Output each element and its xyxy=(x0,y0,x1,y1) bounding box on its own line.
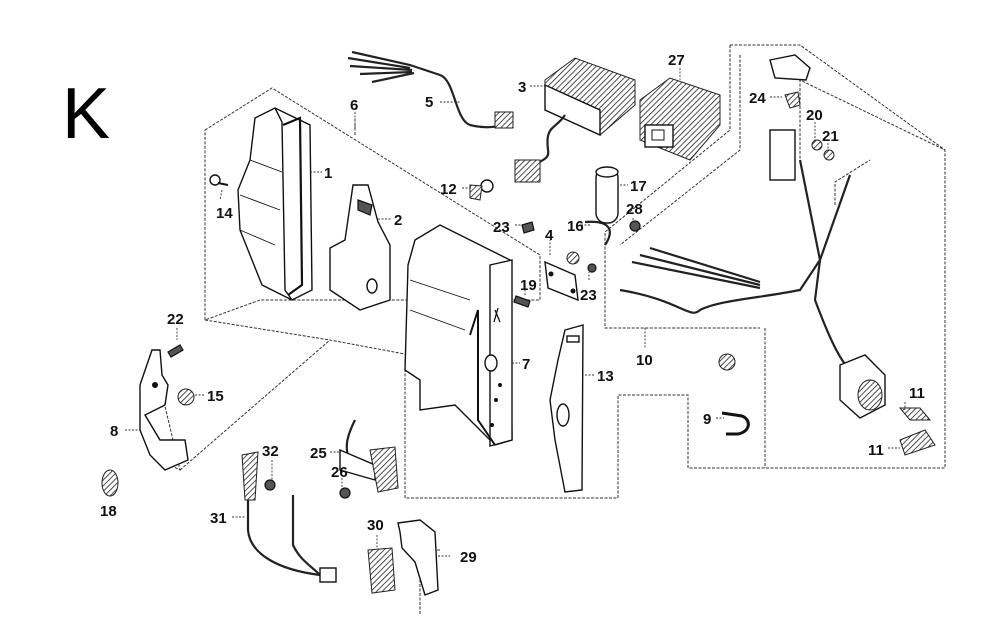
callout-26[interactable]: 26 xyxy=(331,464,348,481)
callout-11-upper[interactable]: 11 xyxy=(909,385,925,402)
callout-15[interactable]: 15 xyxy=(207,388,224,405)
callout-28[interactable]: 28 xyxy=(626,201,643,218)
part-23-screw-lower[interactable] xyxy=(587,263,597,273)
part-31-battery-cable[interactable] xyxy=(241,451,337,583)
part-5-wire[interactable] xyxy=(347,50,514,129)
callout-4[interactable]: 4 xyxy=(545,227,554,244)
callout-32[interactable]: 32 xyxy=(262,443,279,460)
part-13-plate[interactable] xyxy=(549,324,584,493)
part-8-bracket[interactable] xyxy=(139,349,189,471)
part-21-washer[interactable] xyxy=(823,149,835,161)
part-grommet-small[interactable] xyxy=(718,353,736,371)
part-16-ground-wire[interactable] xyxy=(566,220,611,265)
part-2-bracket[interactable] xyxy=(329,184,391,311)
part-15-clip[interactable] xyxy=(177,388,195,406)
callout-25[interactable]: 25 xyxy=(310,445,327,462)
part-26-bolt[interactable] xyxy=(339,487,351,499)
callout-14[interactable]: 14 xyxy=(216,205,233,222)
callout-labels: 1 2 3 4 5 6 7 8 9 10 11 11 12 13 14 15 1… xyxy=(100,52,925,566)
part-22-bolt[interactable] xyxy=(167,344,184,358)
part-23-screw-upper[interactable] xyxy=(521,221,535,234)
callout-30[interactable]: 30 xyxy=(367,517,384,534)
callout-18[interactable]: 18 xyxy=(100,503,117,520)
part-12-clamp[interactable] xyxy=(469,179,494,201)
part-25-rectifier-wire[interactable] xyxy=(339,419,376,481)
callout-11-lower[interactable]: 11 xyxy=(868,442,884,459)
callout-12[interactable]: 12 xyxy=(440,181,457,198)
callout-29[interactable]: 29 xyxy=(460,549,477,566)
part-18-grommet[interactable] xyxy=(101,469,119,497)
part-19-bolt[interactable] xyxy=(513,295,531,308)
callout-3[interactable]: 3 xyxy=(518,79,526,96)
callout-8[interactable]: 8 xyxy=(110,423,118,440)
part-30-rectifier[interactable] xyxy=(367,547,396,594)
part-27-regulator[interactable] xyxy=(639,77,721,161)
part-28-nut[interactable] xyxy=(629,220,641,232)
part-17-condenser[interactable] xyxy=(595,166,619,224)
part-ignition-switch[interactable] xyxy=(839,354,886,419)
callout-20[interactable]: 20 xyxy=(806,107,823,124)
callout-5[interactable]: 5 xyxy=(425,94,433,111)
callout-22[interactable]: 22 xyxy=(167,311,184,328)
callout-24[interactable]: 24 xyxy=(749,90,766,107)
leader-lines xyxy=(125,68,906,557)
part-1-cover[interactable] xyxy=(237,107,313,301)
callout-10[interactable]: 10 xyxy=(636,352,653,369)
callout-1[interactable]: 1 xyxy=(324,165,332,182)
part-32-bolt[interactable] xyxy=(264,479,276,491)
callout-19[interactable]: 19 xyxy=(520,277,537,294)
callout-2[interactable]: 2 xyxy=(394,212,402,229)
callout-27[interactable]: 27 xyxy=(668,52,685,69)
part-3-regulator-rectifier[interactable] xyxy=(514,57,636,183)
part-4-stay[interactable] xyxy=(544,260,579,302)
section-letter: K xyxy=(62,74,111,154)
group-outline-10 xyxy=(604,44,946,468)
callout-9[interactable]: 9 xyxy=(703,411,711,428)
part-10-wire-harness[interactable] xyxy=(619,54,852,371)
callout-23-lower[interactable]: 23 xyxy=(580,287,597,304)
part-29-bracket[interactable] xyxy=(397,519,439,596)
part-9-clip[interactable] xyxy=(721,411,750,436)
callout-17[interactable]: 17 xyxy=(630,178,647,195)
callout-6[interactable]: 6 xyxy=(350,97,358,114)
part-11-band-upper[interactable] xyxy=(898,407,932,421)
part-20-nut[interactable] xyxy=(811,139,823,151)
callout-13[interactable]: 13 xyxy=(597,368,614,385)
group-outline-7 xyxy=(404,79,946,499)
callout-16[interactable]: 16 xyxy=(567,218,584,235)
callout-31[interactable]: 31 xyxy=(210,510,227,527)
part-14-screw[interactable] xyxy=(209,174,229,186)
callout-23-upper[interactable]: 23 xyxy=(493,219,510,236)
part-7-control-box[interactable] xyxy=(404,224,513,447)
callout-21[interactable]: 21 xyxy=(822,128,839,145)
part-25-rectifier-body[interactable] xyxy=(369,446,399,493)
part-11-band-lower[interactable] xyxy=(899,429,936,456)
callout-7[interactable]: 7 xyxy=(522,356,530,373)
